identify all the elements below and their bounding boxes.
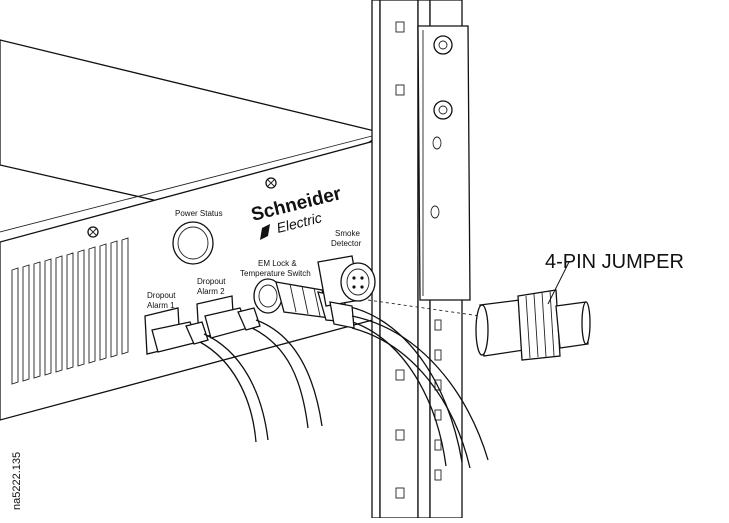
vent-slot [99, 243, 107, 361]
dropout-alarm-2-label: Dropout [197, 277, 226, 286]
vent-slot [55, 255, 63, 373]
screw-icon [87, 177, 277, 238]
dropout-alarm-1-label: Dropout [147, 291, 176, 300]
dropout-alarm-1-label-line2: Alarm 1 [147, 301, 175, 310]
vent-slot [44, 258, 52, 376]
rj45-cable-1 [151, 321, 269, 443]
four-pin-jumper [475, 289, 591, 361]
vent-slot [110, 240, 118, 358]
vent-slot [77, 249, 85, 367]
rail-hole [395, 487, 405, 499]
mounting-ear [417, 25, 471, 301]
callout-label: 4-PIN JUMPER [545, 251, 684, 273]
figure-id: na5222.135 [11, 452, 23, 510]
brand-logo-mark-icon [260, 224, 270, 240]
em-lock-label-line2: Temperature Switch [240, 269, 311, 278]
em-lock-port[interactable] [253, 278, 283, 314]
callout-leader-line [547, 261, 570, 305]
rj45-cable-2 [204, 307, 323, 429]
em-lock-label: EM Lock & [258, 259, 297, 268]
power-status-button[interactable] [172, 221, 214, 265]
rail-hole [395, 429, 405, 441]
rail-hole [434, 469, 442, 481]
vent-slot [11, 267, 19, 385]
rail-hole [434, 349, 442, 361]
rail-hole [395, 369, 405, 381]
vent-slots [11, 237, 129, 385]
dropout-alarm-2-label-line2: Alarm 2 [197, 287, 225, 296]
rail-hole [434, 379, 442, 391]
alignment-guide [367, 299, 481, 317]
rail-hole [434, 409, 442, 421]
smoke-detector-label: Smoke [335, 229, 360, 238]
vent-slot [33, 261, 41, 379]
vent-slot [121, 237, 129, 355]
smoke-detector-port[interactable] [317, 255, 376, 307]
rail-hole [434, 319, 442, 331]
rail-hole [395, 84, 405, 96]
smoke-detector-cable [329, 301, 489, 469]
smoke-detector-label-line2: Detector [331, 239, 362, 248]
vent-slot [88, 246, 96, 364]
power-status-label: Power Status [175, 209, 223, 218]
rail-hole [395, 21, 405, 33]
vent-slot [22, 264, 30, 382]
vent-slot [66, 252, 74, 370]
rail-hole [434, 439, 442, 451]
